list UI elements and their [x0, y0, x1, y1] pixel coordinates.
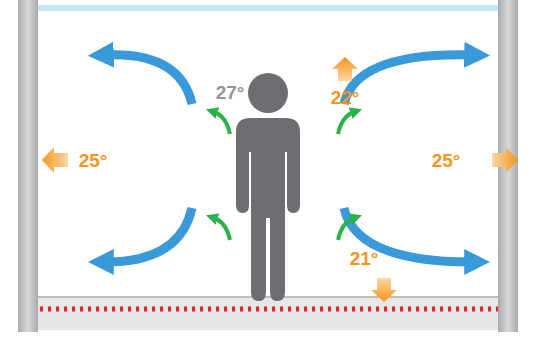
floor-line [38, 296, 498, 298]
wall-left [18, 0, 38, 332]
temperature-label: 27° [216, 83, 245, 102]
temperature-label: 22° [331, 88, 360, 107]
floor-heating [40, 307, 498, 312]
air-flow-arrows [106, 55, 472, 262]
temperature-label: 21° [350, 249, 379, 268]
ceiling [38, 5, 498, 11]
temperature-label: 25° [432, 151, 461, 170]
heat-arrow-down [371, 278, 397, 302]
body-heat-arrows [214, 112, 354, 240]
person-silhouette [236, 73, 300, 301]
heat-arrow-left [42, 147, 68, 173]
floor-slab [38, 296, 498, 330]
heat-arrow-up [332, 57, 358, 81]
temperature-label: 25° [79, 151, 108, 170]
heat-arrow-right [492, 147, 518, 173]
